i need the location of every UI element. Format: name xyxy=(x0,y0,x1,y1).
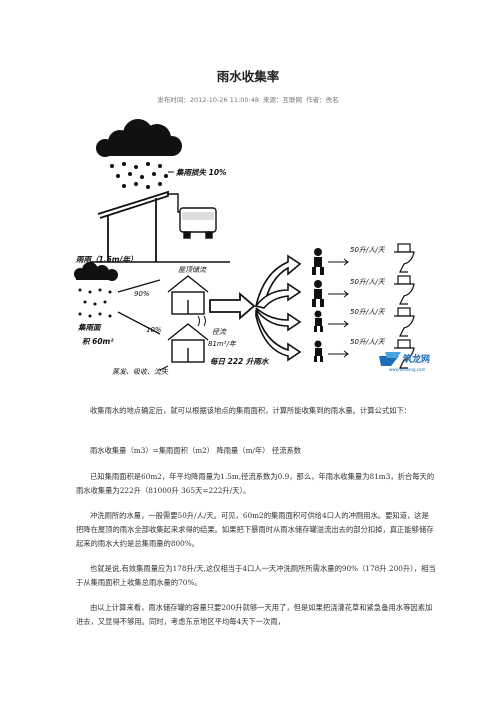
roof-storage-label: 屋顶储流 xyxy=(178,266,207,274)
publish-time: 发布时间：2012-10-26 11:00:48 xyxy=(157,96,259,104)
rainwater-illustration: 集雨损失 10% 雨雨（1.5m/年） 集雨面 积 60m² 90% 10% xyxy=(74,119,415,376)
branch-arrows-icon xyxy=(254,254,302,362)
article-author: 作者：佚名 xyxy=(306,96,339,104)
watermark-url: www.zhulong.com xyxy=(389,367,425,372)
paragraph: 由以上计算来看，雨水储存罐的容量只要200升就够一天用了，但是如果把浇灌花草和紧… xyxy=(76,603,433,626)
cloud-icon xyxy=(96,119,182,157)
house-roof-icon xyxy=(90,190,230,263)
runoff-label: 径流 xyxy=(212,328,227,336)
percent-90-label: 90% xyxy=(134,290,150,298)
paragraph: 已知集雨面积是60m2，年平均降雨量为1.5m,径流系数为0.9，那么，年雨水收… xyxy=(76,472,435,495)
rain-tank-icon xyxy=(179,207,217,239)
article-source: 来源：互联网 xyxy=(263,96,303,104)
house-upper-icon xyxy=(167,275,209,315)
per-person-label: 50升/人/天 xyxy=(350,246,386,254)
rain-amount-label: 雨雨（1.5m/年） xyxy=(76,255,137,264)
catch-area-label: 集雨面 xyxy=(77,323,102,332)
flow-arrow-icon xyxy=(209,292,256,320)
rain-drops-small-icon xyxy=(78,288,112,318)
per-person-label: 50升/人/天 xyxy=(350,278,386,286)
toilet-icon xyxy=(394,243,415,369)
cloud-small-icon xyxy=(74,262,118,281)
paragraph: 冲洗厕所的水量，一般需要50升/人/天。可见，60m2的集雨面积可供给4口人的冲… xyxy=(76,511,434,548)
person-icon xyxy=(312,248,324,362)
catch-area-value: 积 60m² xyxy=(82,337,114,346)
rain-drops-icon xyxy=(110,162,168,189)
paragraph-formula: 雨水收集量（m3）=集雨面积（m2） 降雨量（m/年） 径流系数 xyxy=(90,446,302,455)
paragraph: 也就是说,有效集雨量应为178升/天,这仅相当于4口人一天冲洗厕所所需水量的90… xyxy=(76,564,436,587)
watermark-name: 筑龙网 xyxy=(403,353,430,365)
watermark-logo: 筑龙网 www.zhulong.com xyxy=(377,348,439,374)
percent-10-label: 10% xyxy=(146,326,162,334)
house-lower-icon xyxy=(167,315,209,363)
article-title: 雨水收集率 xyxy=(216,69,280,84)
runoff-value: 81m³/年 xyxy=(208,340,237,348)
loss-label: 蒸发、吸收、流失 xyxy=(112,368,169,376)
per-person-label: 50升/人/天 xyxy=(350,308,386,316)
per-person-label: 50升/人/天 xyxy=(350,338,386,346)
rain-loss-label: 集雨损失 10% xyxy=(175,168,227,177)
paragraph: 收集雨水的地点确定后，就可以根据该地点的集雨面积，计算所能收集到的雨水量。计算公… xyxy=(90,406,412,415)
article-meta: 发布时间：2012-10-26 11:00:48 来源：互联网 作者：佚名 xyxy=(0,94,496,104)
daily-water-label: 每日 222 升雨水 xyxy=(210,357,270,366)
